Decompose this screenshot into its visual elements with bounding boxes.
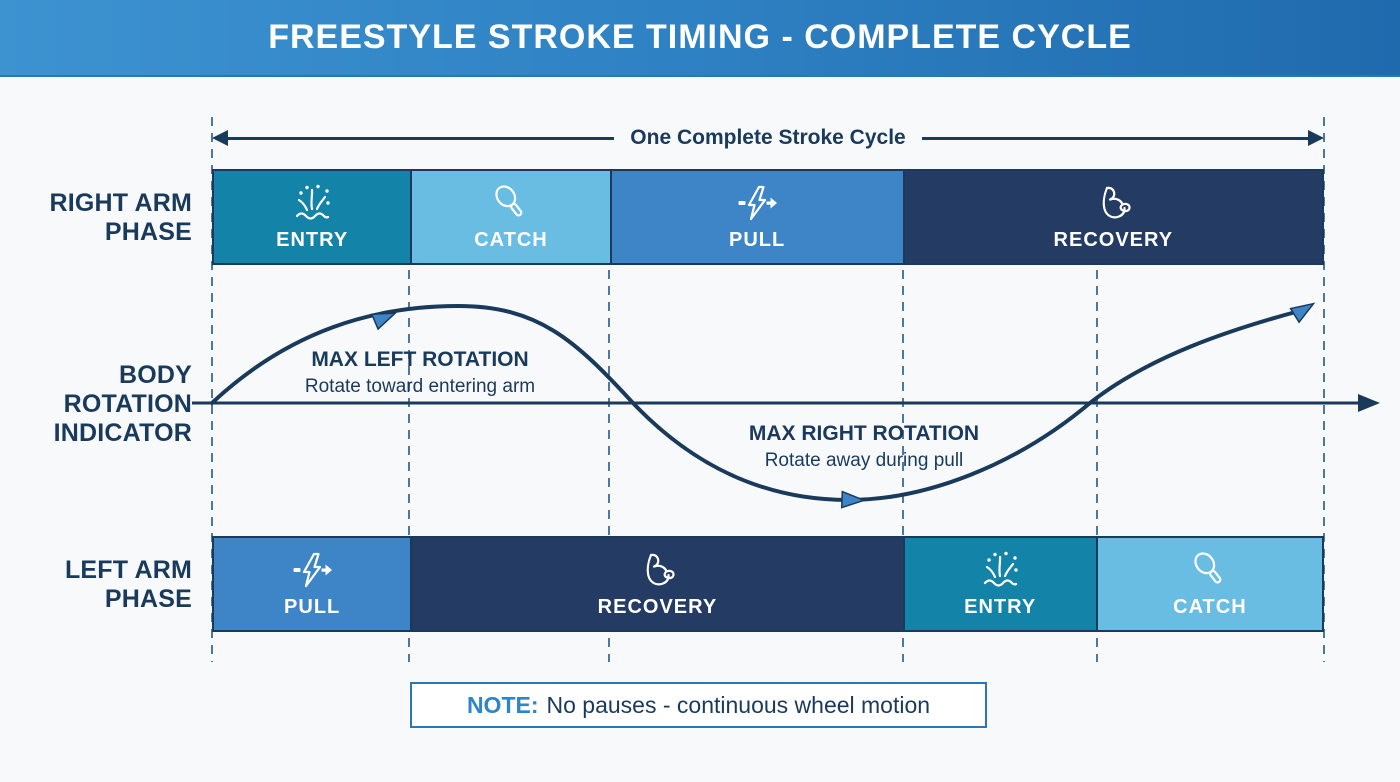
phase-block-catch: CATCH — [410, 171, 610, 263]
rotation-sine-wave — [210, 303, 1305, 503]
note-box: NOTE: No pauses - continuous wheel motio… — [410, 682, 987, 728]
rotation-axis — [192, 394, 1380, 412]
phase-block-pull: PULL — [609, 171, 903, 263]
wave-arrowhead-icon — [370, 312, 398, 331]
phase-label: PULL — [729, 228, 786, 251]
phase-label: RECOVERY — [597, 595, 718, 618]
phase-label: RECOVERY — [1053, 228, 1174, 251]
phase-label: ENTRY — [964, 595, 1037, 618]
wave-direction-arrowheads — [370, 302, 1316, 509]
phase-block-entry: ENTRY — [902, 538, 1096, 630]
page-title: FREESTYLE STROKE TIMING - COMPLETE CYCLE — [268, 18, 1132, 56]
max-right-rotation-subtitle: Rotate away during pull — [765, 450, 964, 471]
arrow-line — [921, 136, 1311, 140]
splash-icon — [296, 184, 330, 220]
left-arm-phase-row: PULL RECOVERY ENTRY — [212, 536, 1324, 632]
phase-label: ENTRY — [276, 228, 349, 251]
wave-arrowhead-icon — [1289, 302, 1316, 324]
phase-block-pull: PULL — [214, 538, 411, 630]
phase-block-entry: ENTRY — [214, 171, 411, 263]
phase-block-catch: CATCH — [1095, 538, 1322, 630]
note-label: NOTE: — [466, 691, 539, 718]
phase-block-recovery: RECOVERY — [410, 538, 903, 630]
muscle-icon — [1103, 186, 1131, 218]
lightning-icon — [293, 552, 333, 587]
arrow-left-icon — [212, 130, 228, 146]
arrow-line — [226, 136, 615, 140]
axis-arrowhead-icon — [1358, 394, 1380, 412]
body-rotation-indicator-label: BODY ROTATION INDICATOR — [53, 361, 192, 447]
stroke-cycle-span-arrow: One Complete Stroke Cycle — [212, 122, 1325, 154]
left-arm-phase-label: LEFT ARM PHASE — [64, 556, 192, 613]
max-left-rotation-subtitle: Rotate toward entering arm — [305, 376, 535, 397]
phase-label: PULL — [284, 595, 341, 618]
note-text: No pauses - continuous wheel motion — [546, 691, 931, 718]
paddle-icon — [495, 184, 523, 217]
right-arm-phase-label: RIGHT ARM PHASE — [49, 189, 192, 246]
wave-arrowhead-icon — [840, 490, 867, 509]
header-bar: FREESTYLE STROKE TIMING - COMPLETE CYCLE — [0, 0, 1400, 77]
right-arm-phase-row: ENTRY CATCH PULL — [212, 169, 1324, 265]
muscle-icon — [647, 553, 676, 585]
arrow-right-icon — [1308, 130, 1325, 146]
stroke-cycle-label: One Complete Stroke Cycle — [630, 126, 906, 149]
phase-label: CATCH — [474, 228, 548, 251]
max-right-rotation-title: MAX RIGHT ROTATION — [749, 422, 979, 445]
phase-block-recovery: RECOVERY — [902, 171, 1322, 263]
lightning-icon — [738, 185, 778, 220]
max-left-rotation-title: MAX LEFT ROTATION — [311, 348, 528, 371]
splash-icon — [984, 551, 1018, 587]
paddle-icon — [1194, 551, 1222, 584]
phase-label: CATCH — [1173, 595, 1247, 618]
